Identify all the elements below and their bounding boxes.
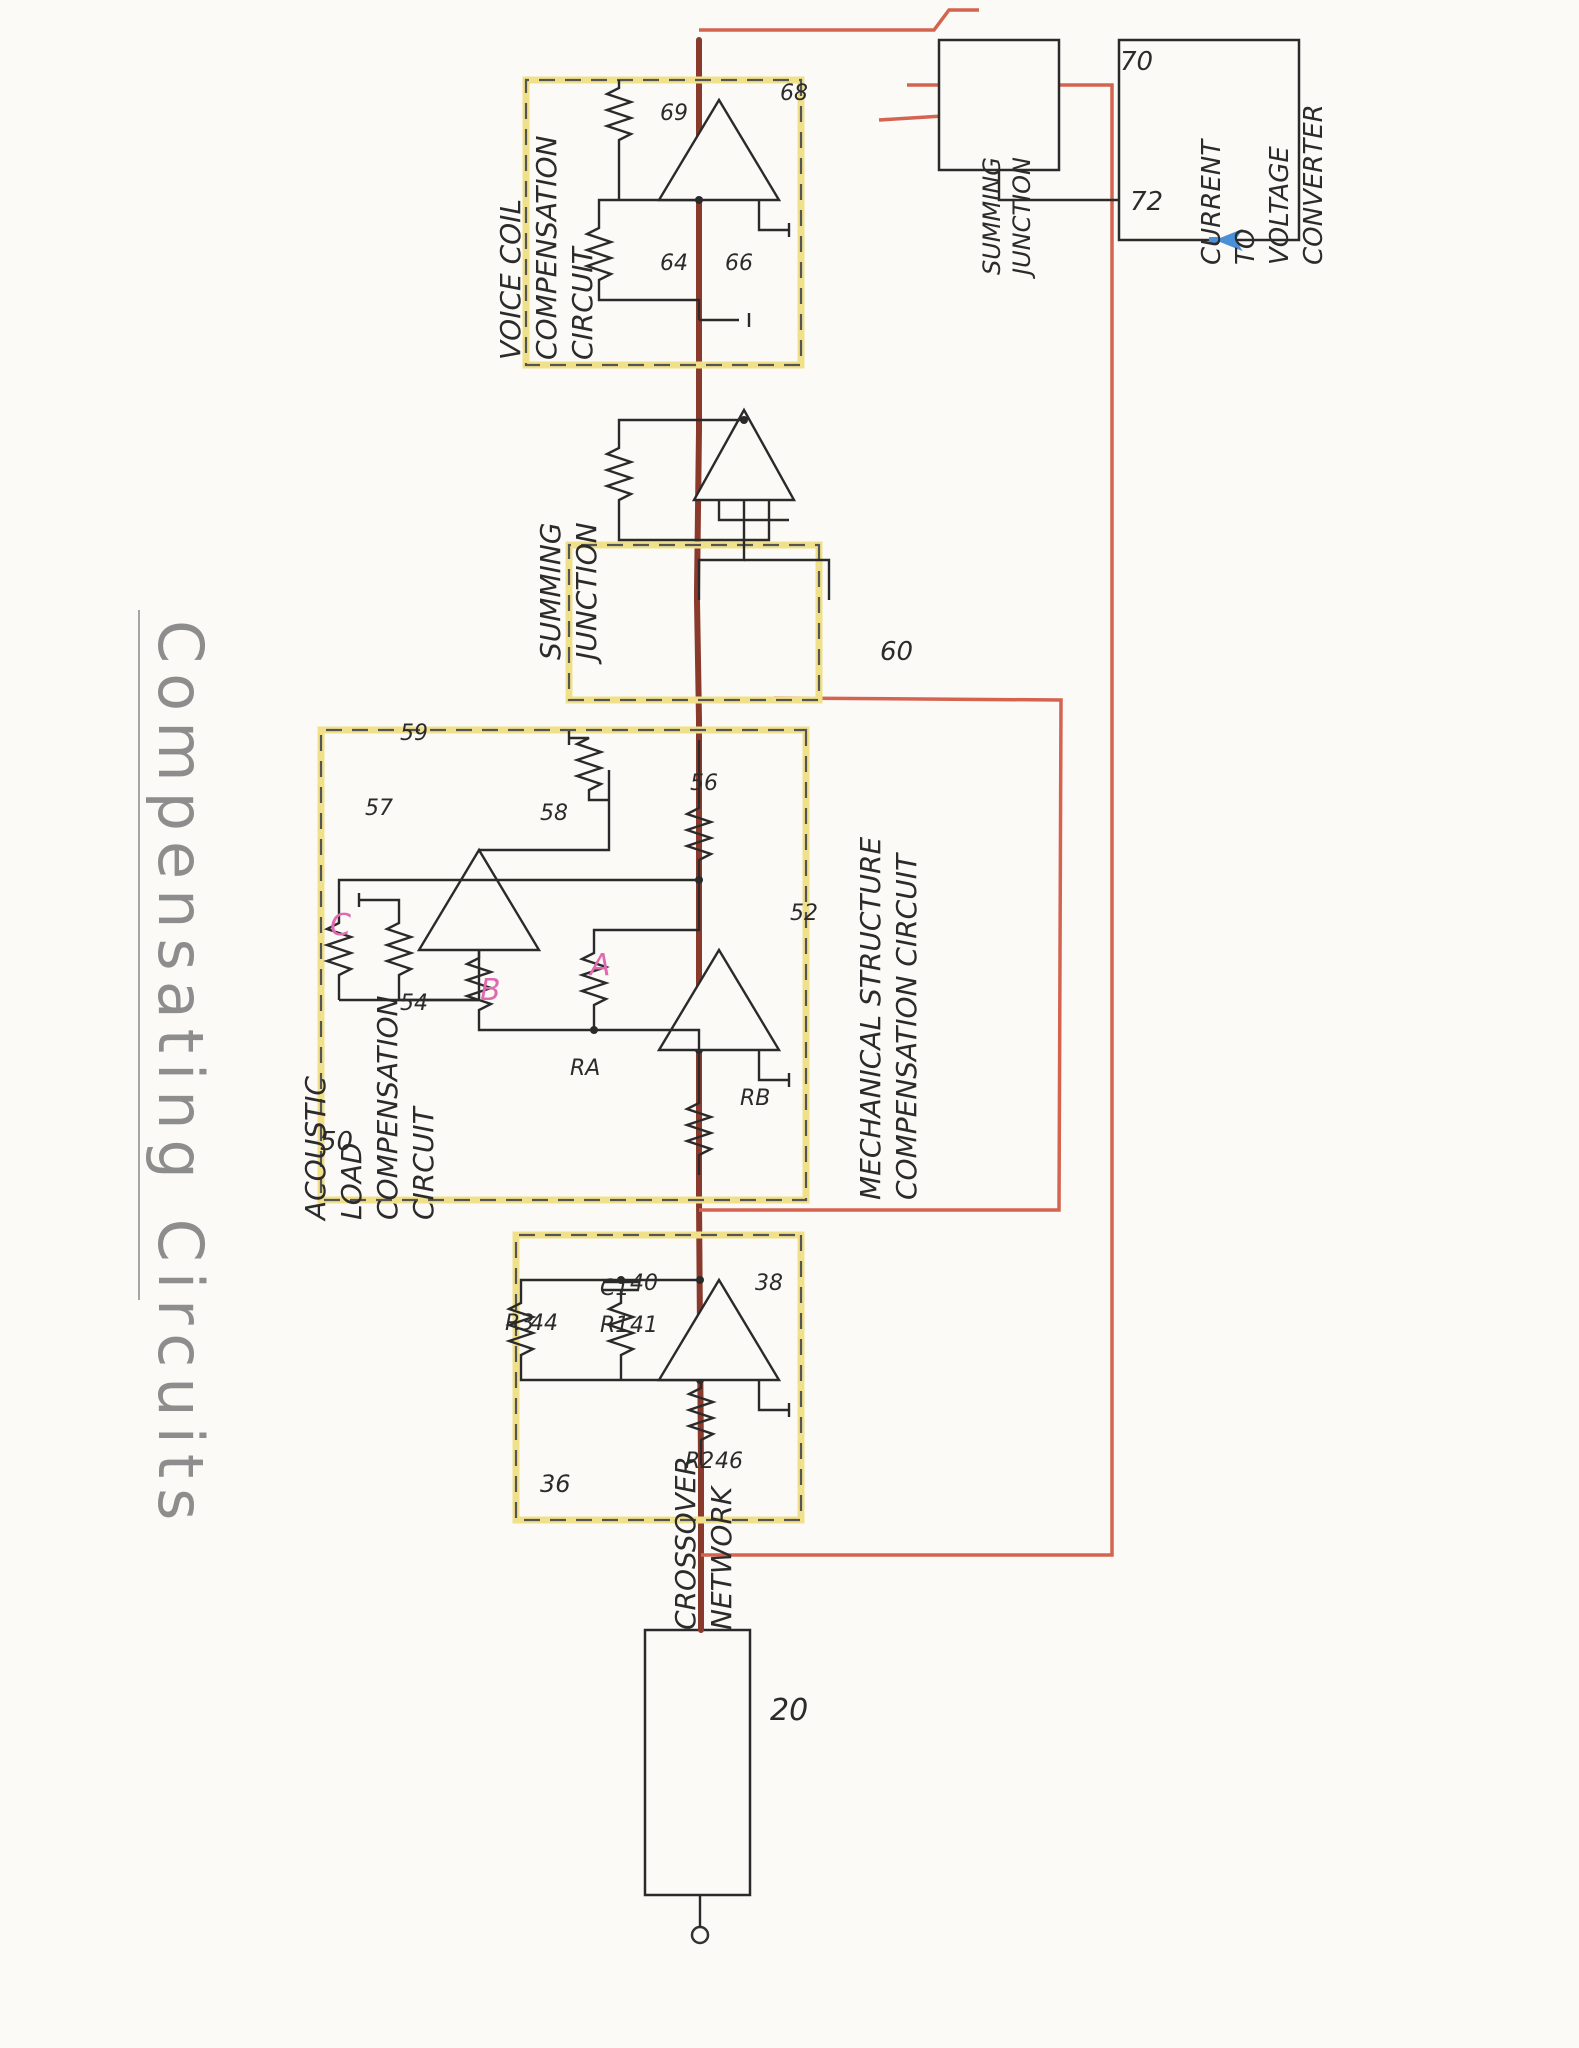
label-57: 57 <box>365 796 393 821</box>
converter-label-4: CONVERTER <box>1299 104 1329 265</box>
acoustic-label-2: LOAD <box>335 1143 368 1221</box>
label-58: 58 <box>540 801 568 826</box>
summing-ref: 60 <box>880 637 913 667</box>
crossover-label-1: CROSSOVER <box>669 1456 702 1630</box>
summing-label-1: SUMMING <box>534 523 567 660</box>
label-41: 41 <box>630 1313 658 1338</box>
converter-label-2: TO <box>1231 229 1261 265</box>
crossover-ref: 20 <box>770 1693 808 1728</box>
voice-coil-label-1: VOICE COIL <box>494 199 527 360</box>
mechanical-ref: 50 <box>320 1127 353 1157</box>
converter-ref: 72 <box>1130 187 1163 217</box>
label-rb: RB <box>740 1086 770 1111</box>
voice-coil-label-2: COMPENSATION <box>530 135 563 360</box>
label-66: 66 <box>725 251 753 276</box>
mechanical-structure-block <box>317 726 810 1204</box>
label-59: 59 <box>400 721 428 746</box>
crossover-network-block <box>643 1628 752 1897</box>
mark-a: A <box>588 948 611 983</box>
output-stage <box>937 38 1301 252</box>
page-title: Compensating Circuits <box>144 620 217 1530</box>
summing-junction-block <box>565 407 831 704</box>
label-56: 56 <box>690 771 718 796</box>
summing2-ref: 70 <box>1120 47 1153 77</box>
label-64: 64 <box>660 251 688 276</box>
voice-coil-block <box>522 76 805 369</box>
summing-junction-70-block <box>937 38 1061 172</box>
schematic-landscape: Compensating Circuits <box>138 8 1301 1945</box>
summing-label-2: JUNCTION <box>570 522 603 665</box>
label-54: 54 <box>400 991 428 1016</box>
acoustic-label-4: CIRCUIT <box>407 1105 440 1220</box>
acoustic-label-1: ACOUSTIC <box>299 1076 332 1222</box>
acoustic-load-block <box>505 1231 805 1524</box>
label-52: 52 <box>790 901 818 926</box>
summing2-label-2: JUNCTION <box>1008 157 1036 279</box>
label-r3: R3 <box>505 1311 534 1336</box>
acoustic-ref: 36 <box>540 1470 571 1498</box>
label-68: 68 <box>780 81 808 106</box>
signal-routing <box>699 8 1114 1557</box>
label-38: 38 <box>755 1271 783 1296</box>
label-c1: C1 <box>600 1276 629 1301</box>
label-r2: R2 <box>685 1449 714 1474</box>
mechanical-label-1: MECHANICAL STRUCTURE <box>854 837 887 1200</box>
mark-b: B <box>480 973 501 1008</box>
label-ra: RA <box>570 1056 600 1081</box>
summing2-label-1: SUMMING <box>978 157 1006 275</box>
converter-label-1: CURRENT <box>1197 138 1227 265</box>
acoustic-label-3: COMPENSATION <box>371 995 404 1220</box>
mechanical-label-2: COMPENSATION CIRCUIT <box>890 852 923 1200</box>
voice-coil-label-3: CIRCUIT <box>566 245 599 360</box>
label-44: 44 <box>530 1311 558 1336</box>
mark-c: C <box>330 908 351 943</box>
label-r1: R1 <box>600 1313 629 1338</box>
converter-label-3: VOLTAGE <box>1265 146 1295 265</box>
label-40: 40 <box>630 1271 658 1296</box>
text-labels: CROSSOVER NETWORK 20 ACOUSTIC LOAD COMPE… <box>299 47 1329 1728</box>
crossover-label-2: NETWORK <box>705 1484 738 1630</box>
label-69: 69 <box>660 101 688 126</box>
label-46: 46 <box>715 1449 743 1474</box>
